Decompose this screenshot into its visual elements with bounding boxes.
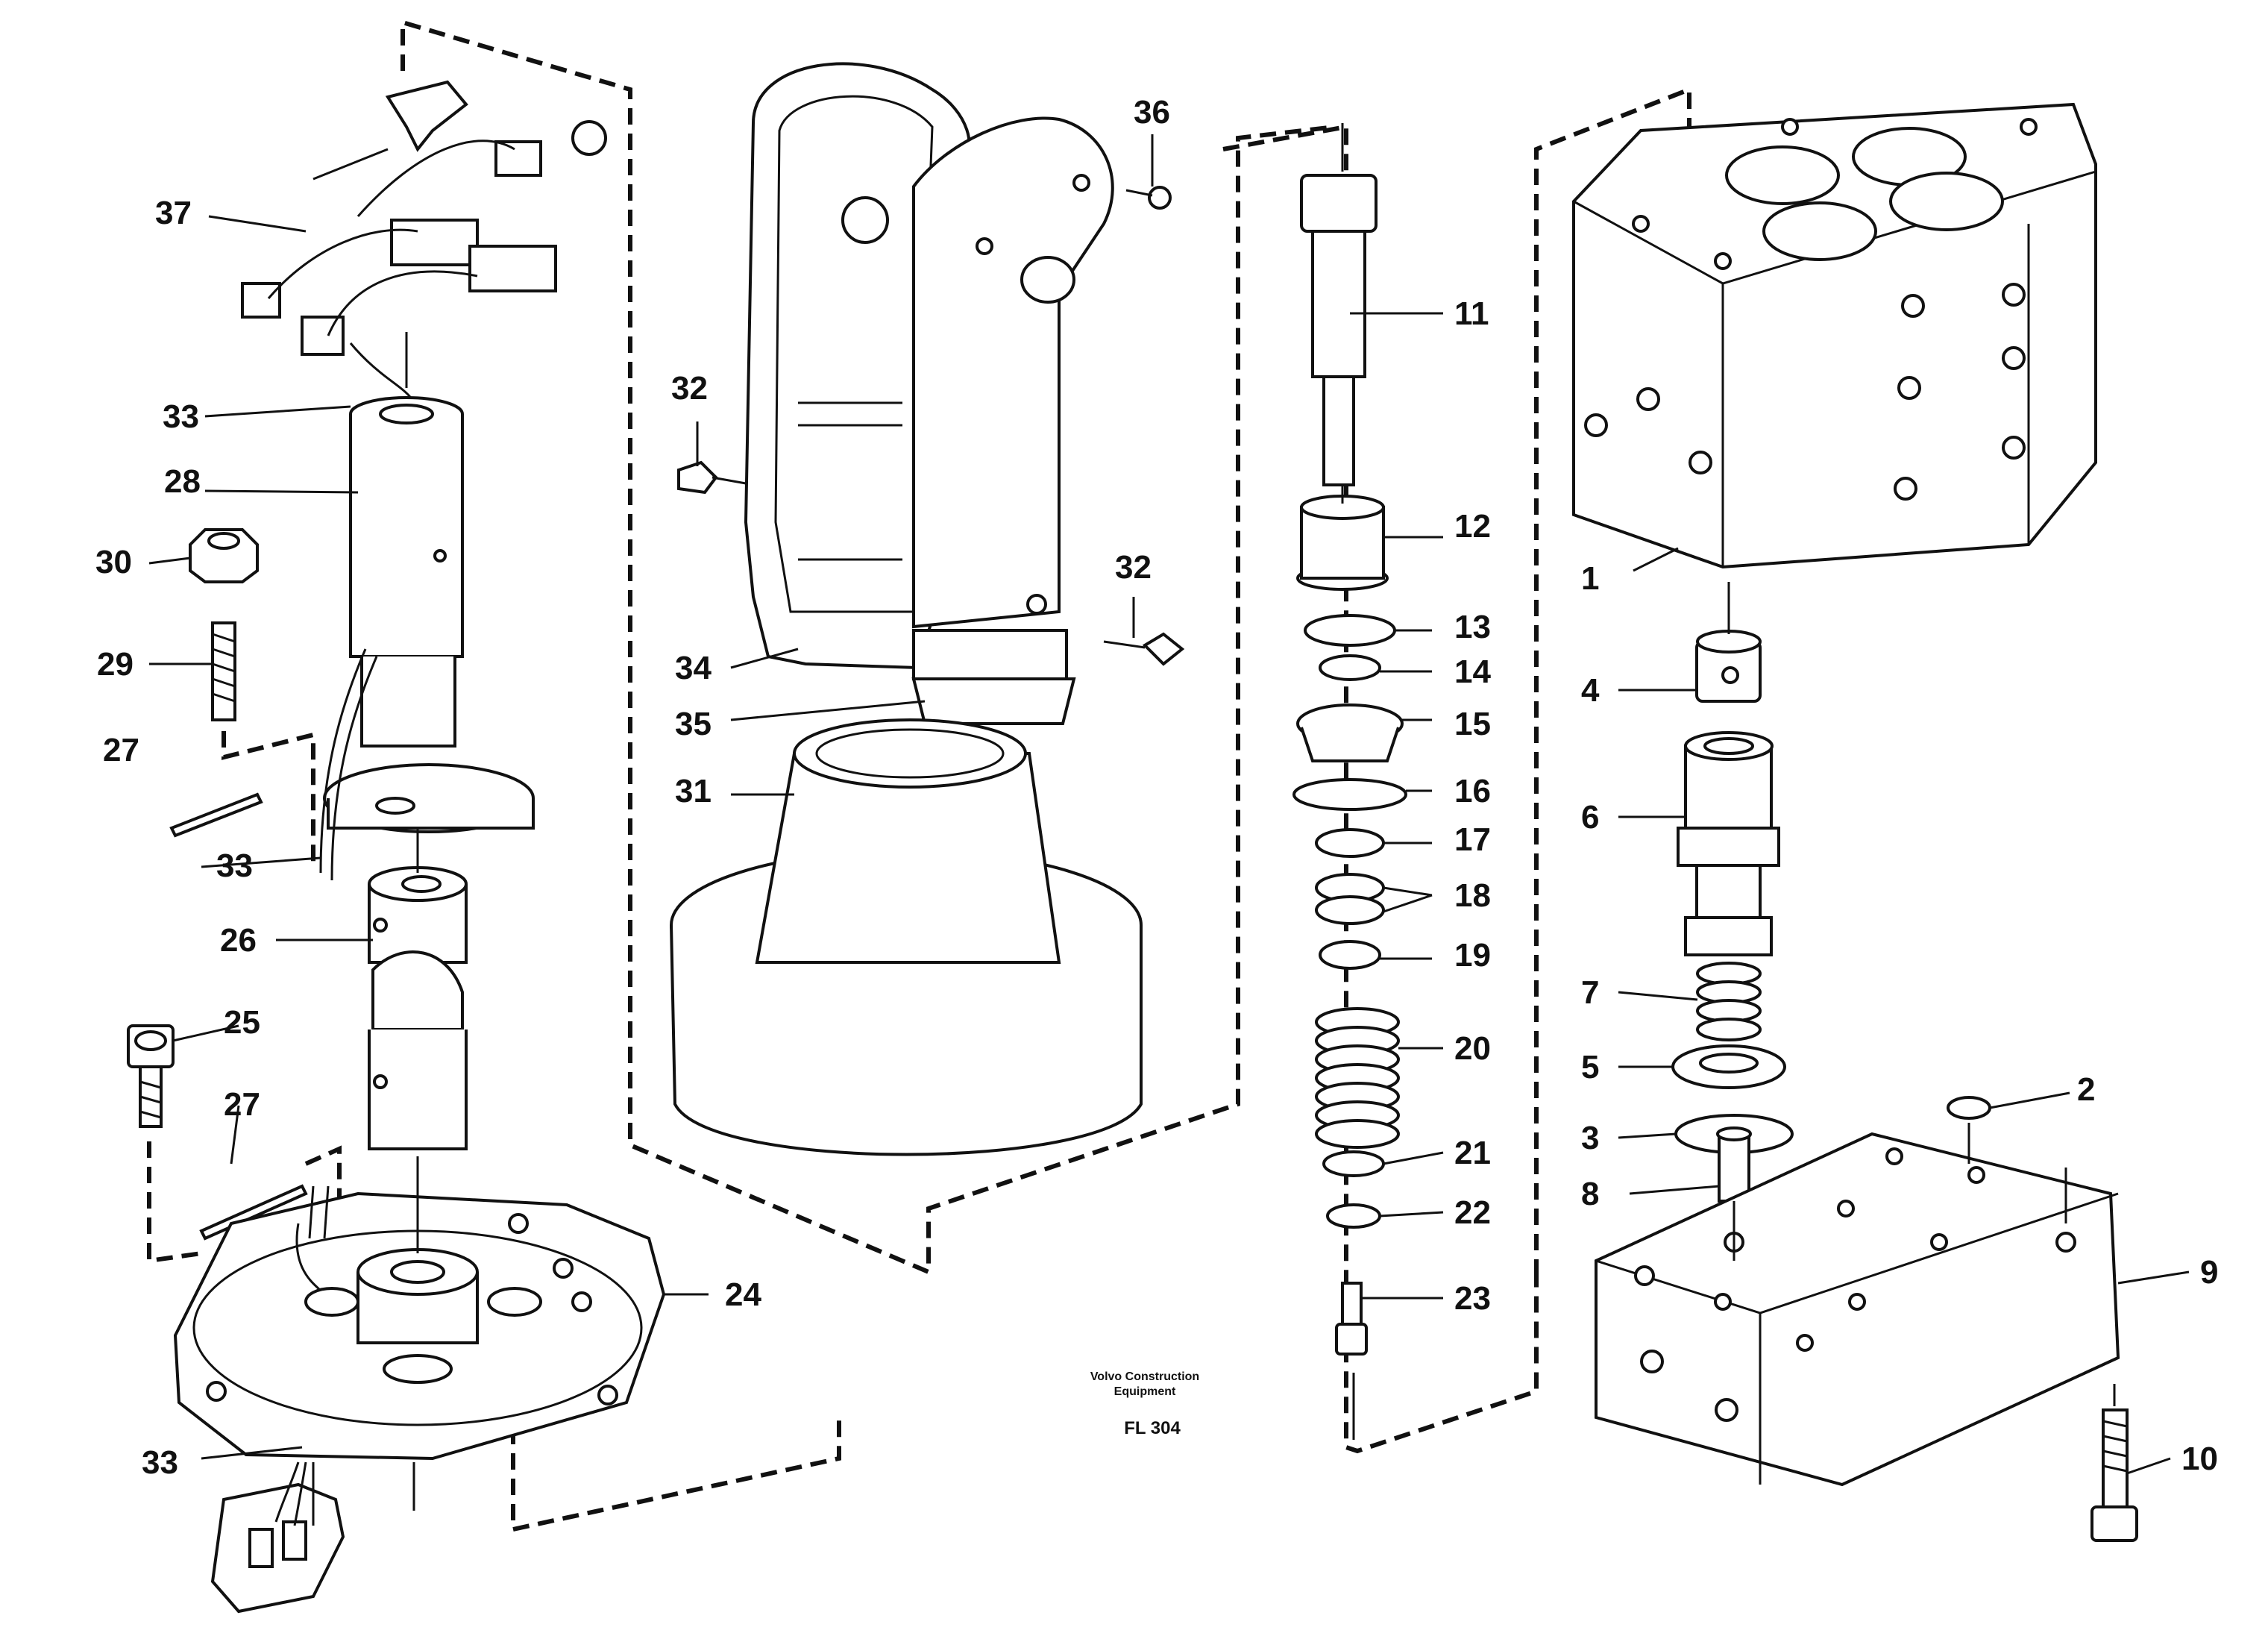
seat-19 [1319,940,1381,970]
micro-switch-2 [468,245,557,292]
callout-4: 4 [1581,672,1600,709]
ring-14 [1319,654,1381,681]
switch-block [494,140,542,177]
set-screw-29 [211,621,236,721]
screw-32-left [677,460,747,495]
callout-26: 26 [220,922,257,959]
callout-17: 17 [1454,821,1491,858]
callout-19: 19 [1454,937,1491,974]
callout-18: 18 [1454,877,1491,914]
callout-labels: 37 33 28 30 29 27 33 26 25 27 24 33 32 3… [95,94,2218,1481]
callout-33-top: 33 [163,398,199,435]
callout-34: 34 [675,650,712,686]
boot-35 [911,677,1076,725]
switch-button [571,120,607,156]
callout-11: 11 [1454,295,1489,332]
callout-25: 25 [224,1004,260,1041]
screw-25 [127,1024,175,1128]
spring-7 [1696,962,1762,1041]
callout-21: 21 [1454,1135,1491,1171]
housing-31 [670,718,1143,1156]
callout-5: 5 [1581,1049,1599,1085]
callout-2: 2 [2077,1071,2095,1108]
leader-lines [148,134,2190,1475]
cable-33-mid [319,648,378,881]
callout-32-right: 32 [1115,549,1152,586]
callout-37: 37 [155,195,192,231]
shim-18b [1315,895,1385,925]
washer-22 [1326,1203,1381,1229]
spring-20 [1315,1007,1400,1149]
nut-30 [189,528,259,583]
callout-31: 31 [675,773,712,809]
valve-cartridge [1671,630,1794,1203]
callout-20: 20 [1454,1030,1491,1067]
callout-1: 1 [1581,560,1599,597]
callout-35: 35 [675,706,712,742]
knob-and-switch-assembly [241,80,607,419]
connector-1 [241,282,281,319]
valve-stack [1292,174,1407,1356]
callout-27-upper: 27 [103,732,139,768]
shaft-tube-28 [323,396,535,833]
callout-3: 3 [1581,1120,1599,1156]
callout-15: 15 [1454,706,1491,742]
callout-16: 16 [1454,773,1491,809]
seat-21 [1322,1150,1385,1177]
callout-6: 6 [1581,799,1599,836]
callout-36: 36 [1134,94,1170,131]
ring-13 [1304,614,1396,647]
connector-2 [301,316,345,356]
callout-32-left: 32 [671,370,708,407]
callout-33-mid: 33 [216,847,253,884]
universal-joint-26 [368,866,468,1150]
valve-body-1 [1572,102,2097,569]
center-lines [405,123,2116,1511]
callout-30: 30 [95,544,132,580]
callout-14: 14 [1454,654,1491,690]
credit-line-1: Volvo Construction [1090,1370,1199,1383]
screw-32-right [1103,632,1185,666]
callout-22: 22 [1454,1194,1491,1231]
callout-9: 9 [2200,1254,2218,1291]
pin-27-lower [199,1184,308,1241]
ring-16 [1292,778,1407,811]
callout-7: 7 [1581,974,1599,1011]
callout-29: 29 [97,646,133,683]
base-plate-24 [173,1185,666,1461]
callout-13: 13 [1454,609,1491,645]
handle-grip [912,116,1114,680]
callout-12: 12 [1454,508,1491,545]
callout-23: 23 [1454,1280,1491,1317]
washer-17 [1315,828,1385,858]
callout-24: 24 [725,1276,761,1313]
callout-27-lower: 27 [224,1086,260,1123]
plunger-cap-11 [1300,174,1378,233]
plug-connector [210,1461,345,1614]
screw-36 [1125,186,1172,210]
callout-33-bottom: 33 [142,1444,178,1481]
figure-credit: Volvo Construction Equipment FL 304 [1090,1370,1199,1438]
pin-27-upper [169,792,263,838]
o-ring-2 [1947,1096,1991,1120]
figure-code: FL 304 [1124,1418,1181,1438]
bolt-10 [2090,1408,2138,1542]
credit-line-2: Equipment [1114,1385,1176,1398]
callout-10: 10 [2181,1441,2218,1477]
screw-23 [1341,1282,1363,1329]
base-block-9 [1595,1132,2120,1487]
callout-28: 28 [164,463,201,500]
callout-8: 8 [1581,1176,1599,1212]
knob-37 [385,80,468,152]
micro-switch-1 [390,219,479,266]
